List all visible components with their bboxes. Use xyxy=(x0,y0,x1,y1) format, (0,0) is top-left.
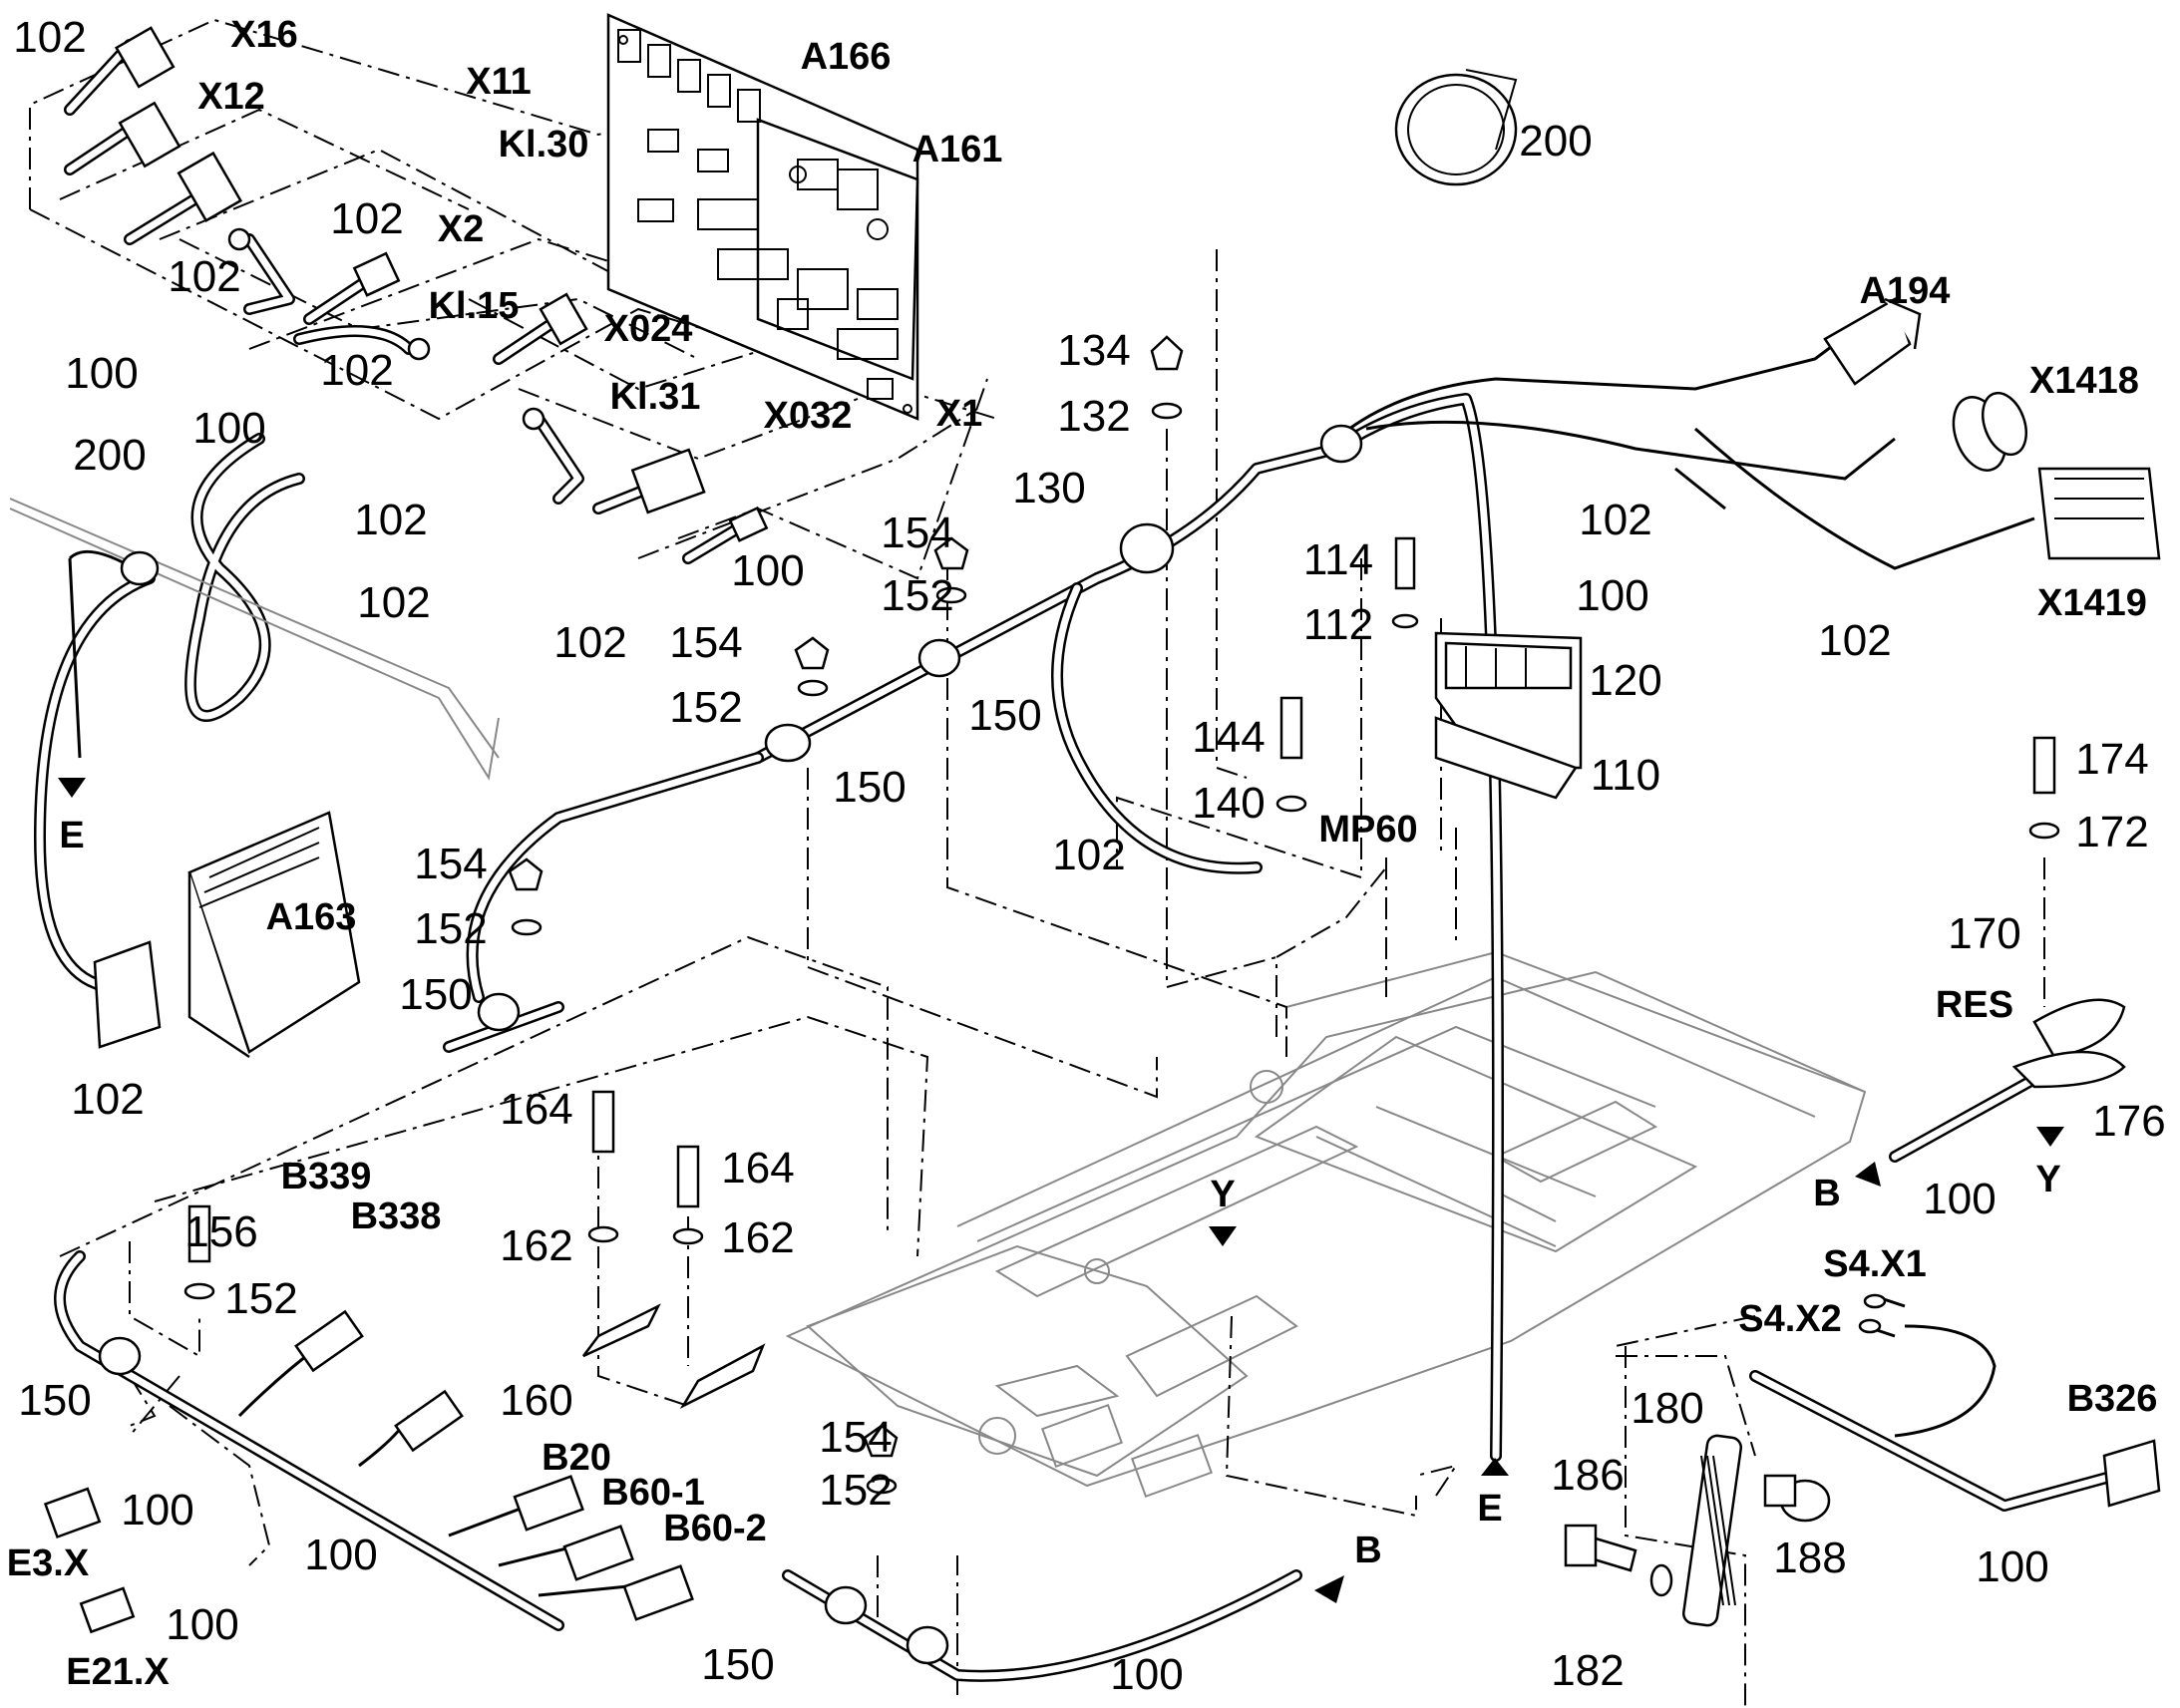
callout-150: 150 xyxy=(399,970,473,1019)
callout-100: 100 xyxy=(192,404,266,453)
callout-188: 188 xyxy=(1773,1534,1847,1582)
ref-kl15: Kl.15 xyxy=(428,285,520,327)
callout-102: 102 xyxy=(1052,831,1126,879)
callout-102: 102 xyxy=(168,252,241,301)
callout-100: 100 xyxy=(1976,1542,2049,1591)
ref-x16: X16 xyxy=(230,14,298,56)
ref-x12: X12 xyxy=(197,76,265,118)
ref-b339: B339 xyxy=(280,1156,372,1197)
callout-102: 102 xyxy=(13,13,87,62)
ref-x2: X2 xyxy=(437,208,485,250)
callout-100: 100 xyxy=(121,1486,194,1535)
ref-b338: B338 xyxy=(350,1196,442,1237)
ref-x024: X024 xyxy=(603,308,693,350)
callout-154: 154 xyxy=(881,509,954,557)
callout-130: 130 xyxy=(1012,464,1086,512)
callout-164: 164 xyxy=(500,1085,573,1134)
callout-180: 180 xyxy=(1631,1384,1704,1433)
callout-152: 152 xyxy=(224,1274,298,1323)
callout-120: 120 xyxy=(1589,656,1662,705)
callout-102: 102 xyxy=(1818,616,1892,665)
callout-154: 154 xyxy=(669,618,743,667)
control-board-a161 xyxy=(606,13,919,421)
callout-152: 152 xyxy=(669,683,743,732)
ref-kl31: Kl.31 xyxy=(609,376,701,418)
callout-100: 100 xyxy=(166,1600,239,1649)
callout-102: 102 xyxy=(354,496,428,544)
ref-b326: B326 xyxy=(2066,1378,2158,1420)
callout-182: 182 xyxy=(1551,1646,1625,1695)
ref-x11: X11 xyxy=(466,61,532,103)
callout-154: 154 xyxy=(819,1413,893,1462)
callout-154: 154 xyxy=(414,840,488,888)
callout-134: 134 xyxy=(1057,326,1131,375)
callout-100: 100 xyxy=(65,349,139,398)
chassis-frame xyxy=(785,950,1867,1499)
callout-150: 150 xyxy=(968,691,1042,740)
ref-y-arrow-right: Y xyxy=(2035,1159,2061,1200)
ref-b-arrow: B xyxy=(1354,1530,1382,1571)
callout-164: 164 xyxy=(721,1144,795,1193)
callout-176: 176 xyxy=(2092,1097,2166,1146)
ref-s4x1: S4.X1 xyxy=(1823,1243,1927,1285)
ref-e21x: E21.X xyxy=(66,1651,170,1693)
ref-x1418: X1418 xyxy=(2029,360,2139,402)
ref-b-arrow-right: B xyxy=(1813,1173,1841,1214)
callout-200: 200 xyxy=(1519,117,1593,166)
ref-a194: A194 xyxy=(1859,270,1951,312)
callout-144: 144 xyxy=(1192,713,1266,762)
callout-150: 150 xyxy=(701,1640,775,1689)
callout-132: 132 xyxy=(1057,392,1131,441)
callout-102: 102 xyxy=(553,618,627,667)
callout-102: 102 xyxy=(320,346,394,395)
callout-170: 170 xyxy=(1948,909,2021,958)
ref-a161: A161 xyxy=(911,129,1003,171)
callout-102: 102 xyxy=(357,578,431,627)
callout-150: 150 xyxy=(18,1376,92,1425)
callout-100: 100 xyxy=(1110,1650,1184,1699)
callout-152: 152 xyxy=(881,571,954,620)
callout-102: 102 xyxy=(1579,496,1652,544)
ref-a163: A163 xyxy=(265,896,357,938)
callout-100: 100 xyxy=(304,1531,378,1579)
callout-112: 112 xyxy=(1302,600,1374,649)
ref-b20: B20 xyxy=(542,1437,611,1479)
ref-x1: X1 xyxy=(935,393,983,435)
callout-102: 102 xyxy=(71,1075,145,1124)
ref-e-arrow-lower: E xyxy=(1477,1488,1503,1530)
callout-150: 150 xyxy=(833,763,907,812)
ref-res: RES xyxy=(1935,984,2014,1026)
callout-100: 100 xyxy=(1576,571,1649,620)
callout-200: 200 xyxy=(73,431,147,480)
callout-160: 160 xyxy=(500,1376,573,1425)
ref-b60-1: B60-1 xyxy=(601,1472,705,1514)
callout-152: 152 xyxy=(414,904,488,953)
callout-114: 114 xyxy=(1302,535,1374,584)
callout-110: 110 xyxy=(1590,751,1661,800)
callout-162: 162 xyxy=(500,1221,573,1270)
ref-b60-2: B60-2 xyxy=(663,1508,767,1549)
ref-kl30: Kl.30 xyxy=(498,124,589,166)
callout-140: 140 xyxy=(1192,779,1266,828)
ref-e-arrow: E xyxy=(59,815,85,856)
ref-s4x2: S4.X2 xyxy=(1738,1298,1842,1340)
callout-172: 172 xyxy=(2075,808,2149,856)
callout-156: 156 xyxy=(184,1207,258,1256)
ref-x1419: X1419 xyxy=(2037,582,2147,624)
ref-a166: A166 xyxy=(800,36,892,78)
ref-mp60: MP60 xyxy=(1318,809,1418,851)
callout-174: 174 xyxy=(2075,735,2149,784)
callout-100: 100 xyxy=(731,546,805,595)
loose-parts xyxy=(43,26,2161,1665)
callout-100: 100 xyxy=(1923,1175,1997,1223)
callout-162: 162 xyxy=(721,1213,795,1262)
ref-x032: X032 xyxy=(763,395,853,437)
callout-152: 152 xyxy=(819,1466,893,1515)
ref-e3x: E3.X xyxy=(6,1542,90,1584)
callout-102: 102 xyxy=(330,194,404,243)
callout-186: 186 xyxy=(1551,1451,1625,1500)
ref-y-arrow: Y xyxy=(1210,1174,1236,1215)
